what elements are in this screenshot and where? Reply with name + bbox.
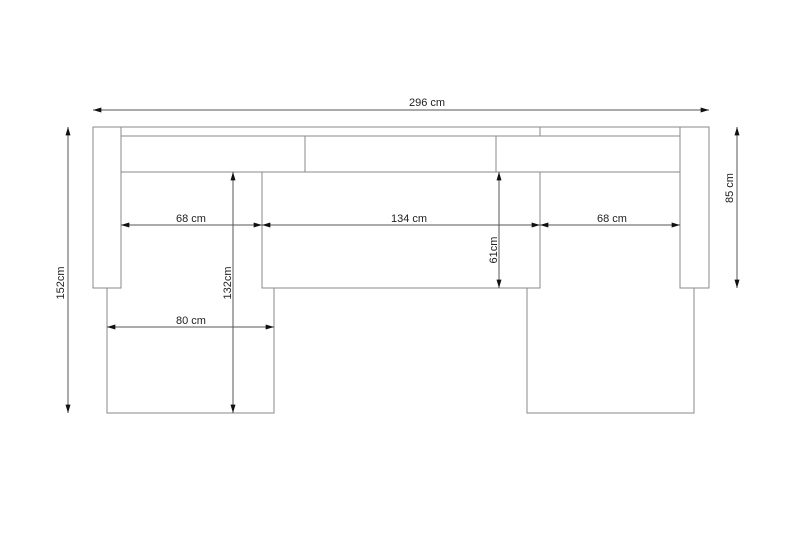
dimension-lines bbox=[65, 107, 740, 413]
label-chaise-width: 80 cm bbox=[176, 315, 206, 327]
label-middle-seat: 134 cm bbox=[391, 213, 427, 225]
label-left-seat: 68 cm bbox=[176, 213, 206, 225]
right-armrest bbox=[679, 126, 710, 289]
right-chaise bbox=[526, 287, 695, 414]
label-total-width: 296 cm bbox=[409, 97, 445, 109]
label-total-depth: 152cm bbox=[55, 266, 67, 299]
left-armrest bbox=[92, 126, 122, 289]
label-right-seat: 68 cm bbox=[597, 213, 627, 225]
left-chaise bbox=[106, 287, 275, 414]
label-chaise-length: 132cm bbox=[222, 266, 234, 299]
label-back-depth: 85 cm bbox=[724, 173, 736, 203]
back-cushions bbox=[120, 135, 681, 173]
dimension-labels: 296 cm 152cm 85 cm 68 cm 134 cm 68 cm 13… bbox=[55, 97, 736, 327]
sofa-outline bbox=[92, 126, 710, 414]
label-seat-depth: 61cm bbox=[488, 237, 500, 264]
middle-seat bbox=[261, 171, 541, 289]
